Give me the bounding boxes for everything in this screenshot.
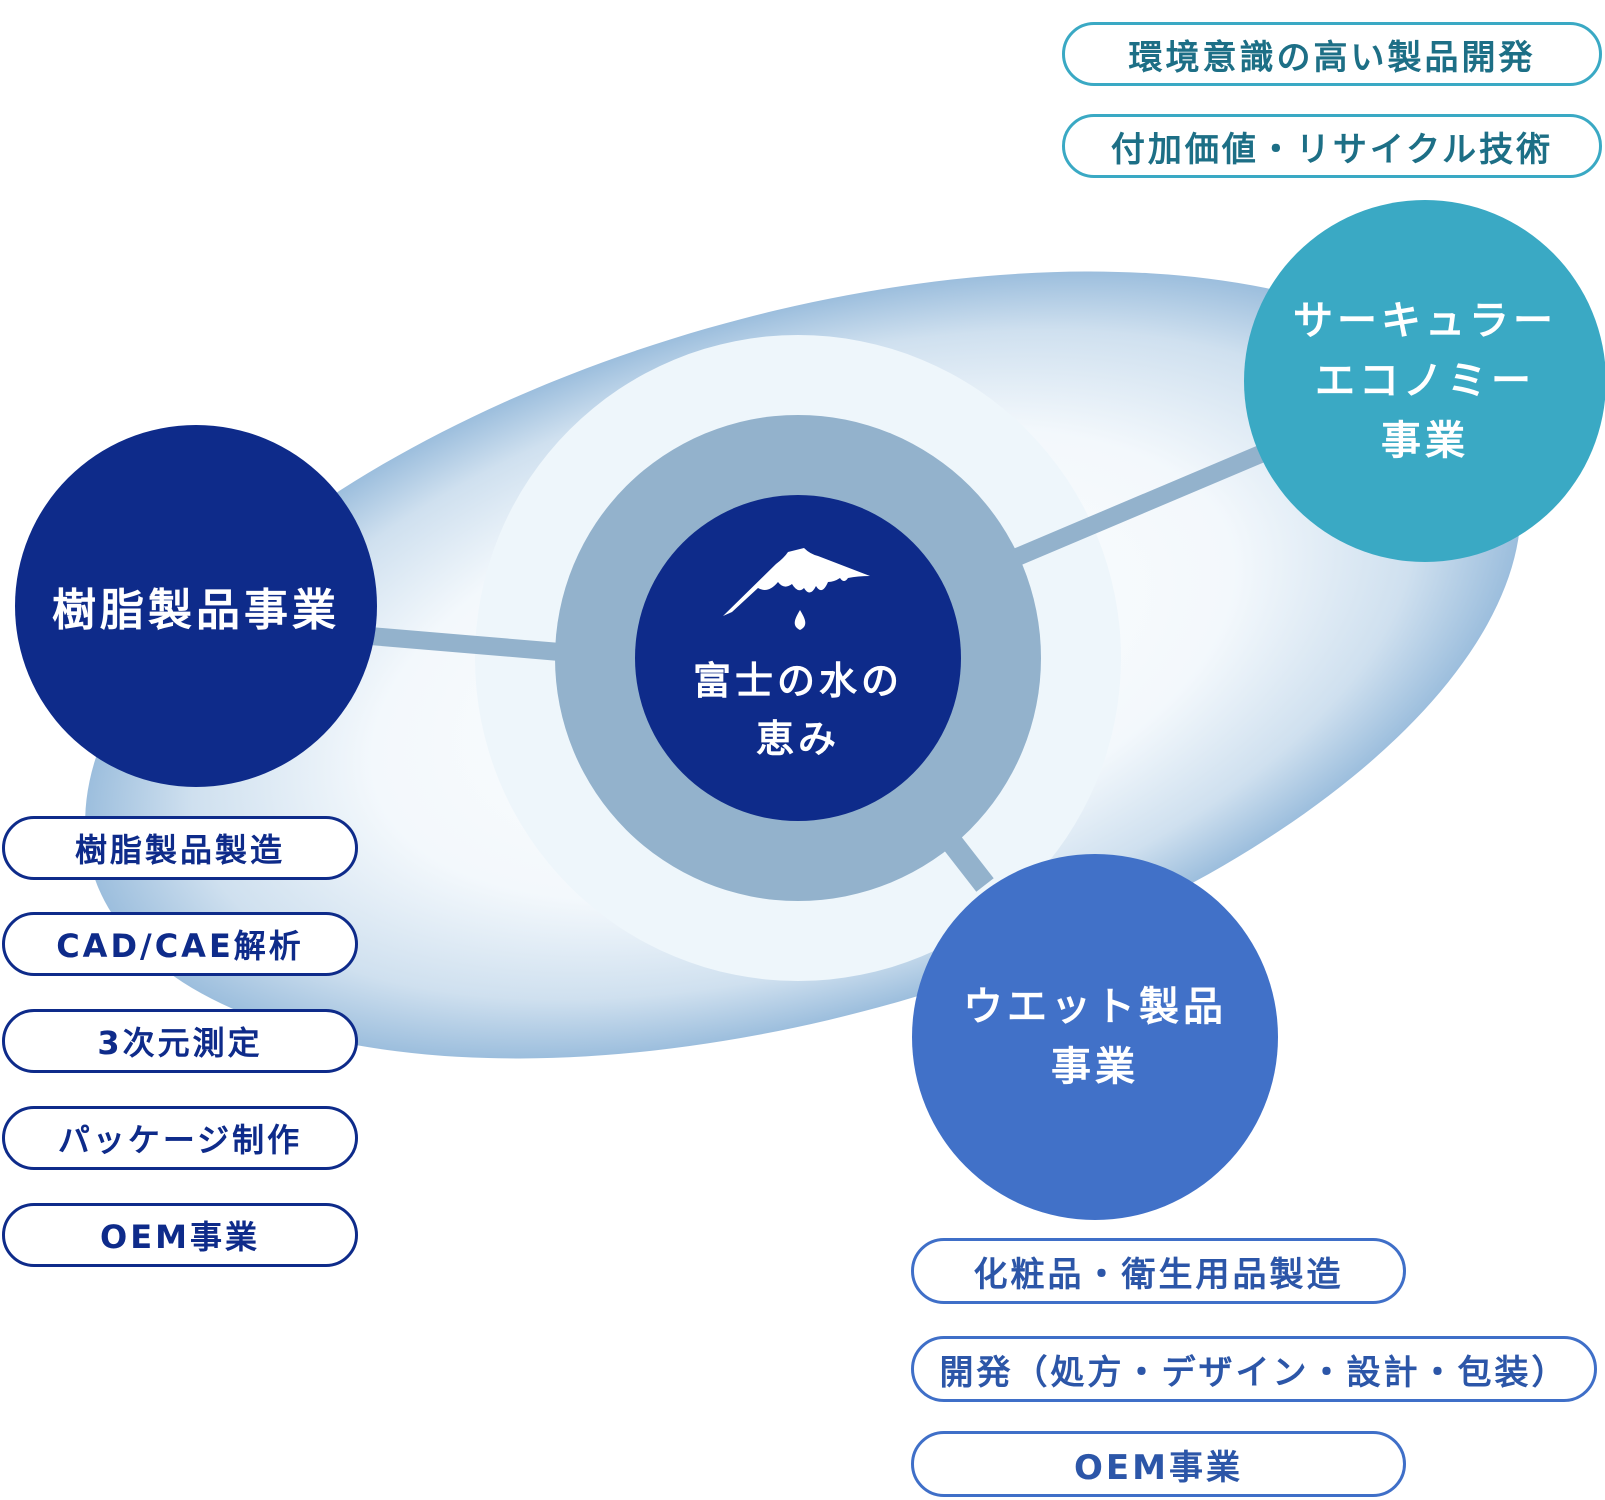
circular-economy-line-2: エコノミー <box>1315 358 1535 404</box>
center-circle: 富士の水の 恵み <box>635 495 961 821</box>
wet-products-line-1: ウエット製品 <box>963 984 1227 1030</box>
center-line-1: 富士の水の <box>692 659 903 703</box>
wet-item-2: 開発（処方・デザイン・設計・包装） <box>911 1336 1597 1402</box>
circular-economy-line-3: 事業 <box>1381 418 1469 464</box>
mount-fuji-water-drop-icon <box>723 548 870 630</box>
resin-item-5: OEM事業 <box>2 1203 358 1267</box>
circular-item-1: 環境意識の高い製品開発 <box>1062 22 1602 86</box>
wet-products-line-2: 事業 <box>1051 1044 1139 1090</box>
circular-item-2: 付加価値・リサイクル技術 <box>1062 114 1602 178</box>
wet-products-circle: ウエット製品 事業 <box>912 854 1278 1220</box>
center-line-2: 恵み <box>755 717 840 761</box>
resin-item-2: CAD/CAE解析 <box>2 912 358 976</box>
circular-economy-line-1: サーキュラー <box>1293 298 1557 344</box>
resin-business-circle: 樹脂製品事業 <box>15 425 377 787</box>
wet-item-3: OEM事業 <box>911 1431 1406 1497</box>
resin-business-label: 樹脂製品事業 <box>52 585 340 636</box>
resin-item-3: 3次元測定 <box>2 1009 358 1073</box>
wet-item-1: 化粧品・衛生用品製造 <box>911 1238 1406 1304</box>
connector-resin <box>369 627 561 661</box>
resin-item-4: パッケージ制作 <box>2 1106 358 1170</box>
circular-economy-circle: サーキュラー エコノミー 事業 <box>1244 200 1605 562</box>
connector-circular <box>1006 441 1274 569</box>
resin-item-1: 樹脂製品製造 <box>2 816 358 880</box>
connector-wet <box>941 833 994 892</box>
